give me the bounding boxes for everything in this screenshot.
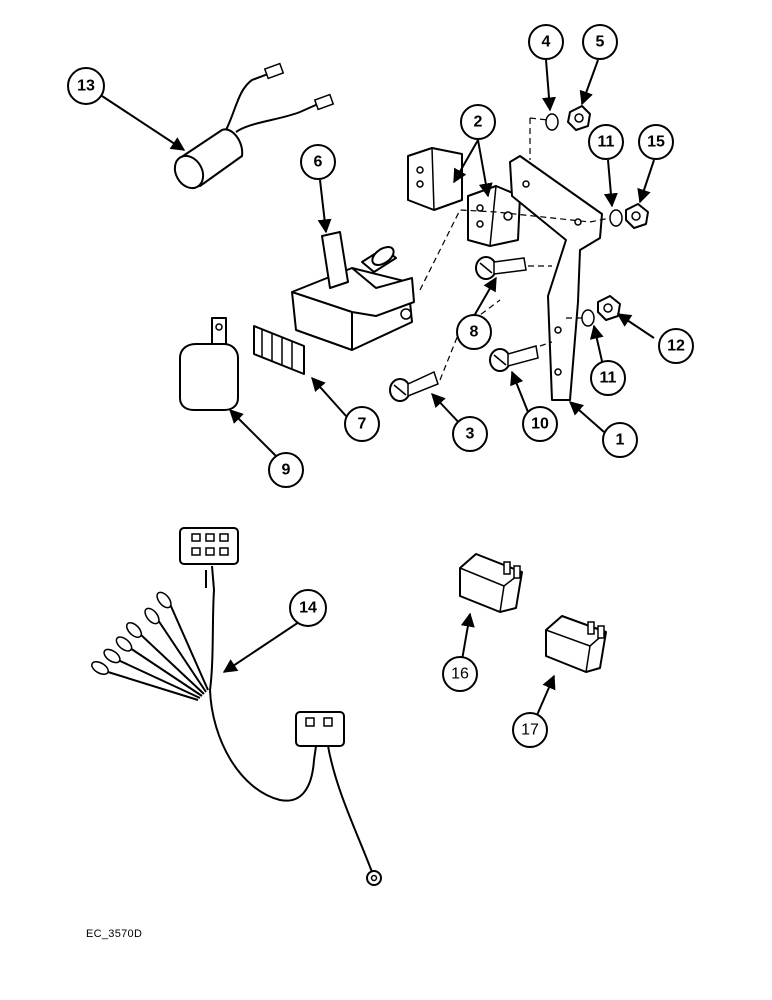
svg-text:1: 1 [616, 432, 625, 449]
svg-text:16: 16 [451, 666, 469, 683]
part-15-nut [625, 203, 649, 229]
part-1-main-bracket [509, 155, 603, 401]
svg-text:6: 6 [314, 154, 323, 171]
svg-text:14: 14 [299, 600, 317, 617]
callout-7: 7 [344, 406, 380, 442]
part-16-relay [459, 553, 523, 613]
callout-4: 4 [528, 24, 564, 60]
svg-text:8: 8 [470, 324, 479, 341]
figure-code-label: EC_3570D [86, 928, 143, 940]
part-13-capacitor [173, 62, 335, 190]
svg-text:11: 11 [600, 370, 617, 387]
callout-8: 8 [456, 314, 492, 350]
callout-10: 10 [522, 406, 558, 442]
svg-text:10: 10 [531, 416, 549, 433]
svg-text:15: 15 [647, 134, 665, 151]
svg-text:5: 5 [596, 34, 605, 51]
part-17-relay [545, 615, 607, 673]
part-11-washer-lower [581, 309, 595, 327]
callout-13: 13 [67, 67, 105, 105]
callout-5: 5 [582, 24, 618, 60]
svg-text:2: 2 [474, 114, 483, 131]
part-12-nut [597, 295, 621, 321]
part-3-screw [389, 370, 439, 402]
svg-text:9: 9 [282, 462, 291, 479]
svg-text:4: 4 [542, 34, 551, 51]
callout-16: 16 [442, 656, 478, 692]
callout-2: 2 [460, 104, 496, 140]
callout-9: 9 [268, 452, 304, 488]
part-6-switch-assembly [291, 231, 415, 351]
part-14-wiring-harness [91, 527, 382, 886]
leader-lines [101, 59, 655, 723]
callout-14: 14 [289, 589, 327, 627]
callout-11-lower: 11 [590, 360, 626, 396]
callout-1: 1 [602, 422, 638, 458]
svg-text:17: 17 [521, 722, 539, 739]
part-2-brackets [407, 147, 521, 247]
part-9-relay [179, 317, 239, 411]
callout-17: 17 [512, 712, 548, 748]
svg-text:11: 11 [598, 134, 615, 151]
part-4-washer [545, 113, 559, 131]
callout-15: 15 [638, 124, 674, 160]
svg-text:13: 13 [77, 78, 95, 95]
part-7-connector-block [253, 325, 305, 375]
callout-12: 12 [658, 328, 694, 364]
svg-text:7: 7 [358, 416, 367, 433]
svg-text:3: 3 [466, 426, 475, 443]
svg-text:12: 12 [667, 338, 685, 355]
part-5-nut [567, 105, 591, 131]
callout-11-upper: 11 [588, 124, 624, 160]
callout-3: 3 [452, 416, 488, 452]
part-8-screw [475, 256, 527, 280]
part-10-screw [489, 345, 539, 372]
part-11-washer-upper [609, 209, 623, 227]
callout-6: 6 [300, 144, 336, 180]
